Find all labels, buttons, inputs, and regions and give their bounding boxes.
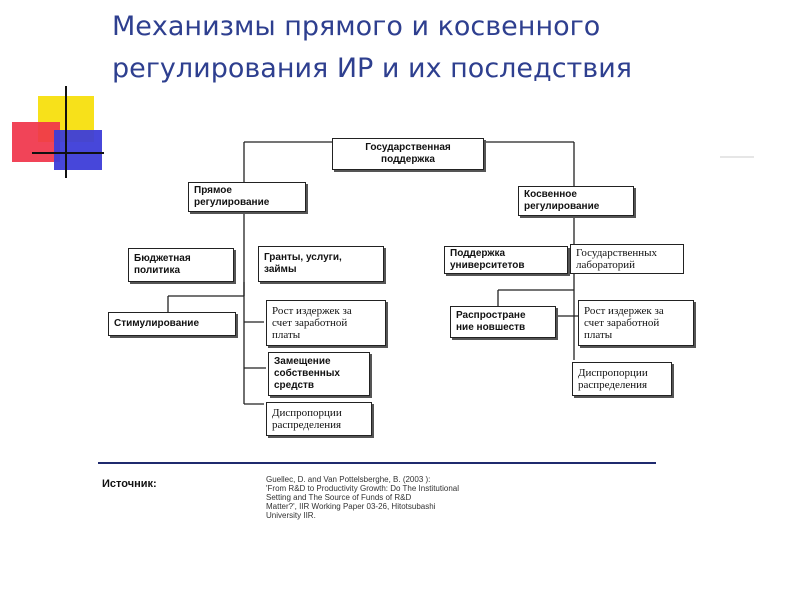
node-grants: Гранты, услуги, займы xyxy=(258,246,384,282)
source-label: Источник: xyxy=(102,478,157,490)
node-costs-left: Рост издержек за счет заработной платы xyxy=(266,300,386,346)
node-diffusion: Распростране ние новшеств xyxy=(450,306,556,338)
decor-vertical-line xyxy=(65,86,67,178)
faint-line xyxy=(720,156,754,158)
node-substitution: Замещение собственных средств xyxy=(268,352,370,396)
node-disparity-right: Диспропорции распределения xyxy=(572,362,672,396)
decor-red-square xyxy=(12,122,60,162)
decor-horizontal-line xyxy=(32,152,104,154)
node-state-support: Государственная поддержка xyxy=(332,138,484,170)
node-state-labs: Государственных лабораторий xyxy=(570,244,684,274)
node-universities: Поддержка университетов xyxy=(444,246,568,274)
node-costs-right: Рост издержек за счет заработной платы xyxy=(578,300,694,346)
source-citation: Guellec, D. and Van Pottelsberghe, B. (2… xyxy=(266,475,460,520)
node-disparity-left: Диспропорции распределения xyxy=(266,402,372,436)
decor-blue-square xyxy=(54,130,102,170)
slide-title: Механизмы прямого и косвенного регулиров… xyxy=(112,11,632,84)
node-indirect-regulation: Косвенное регулирование xyxy=(518,186,634,216)
source-divider xyxy=(98,462,656,464)
node-stimulation: Стимулирование xyxy=(108,312,236,336)
node-budget-policy: Бюджетная политика xyxy=(128,248,234,282)
node-direct-regulation: Прямое регулирование xyxy=(188,182,306,212)
